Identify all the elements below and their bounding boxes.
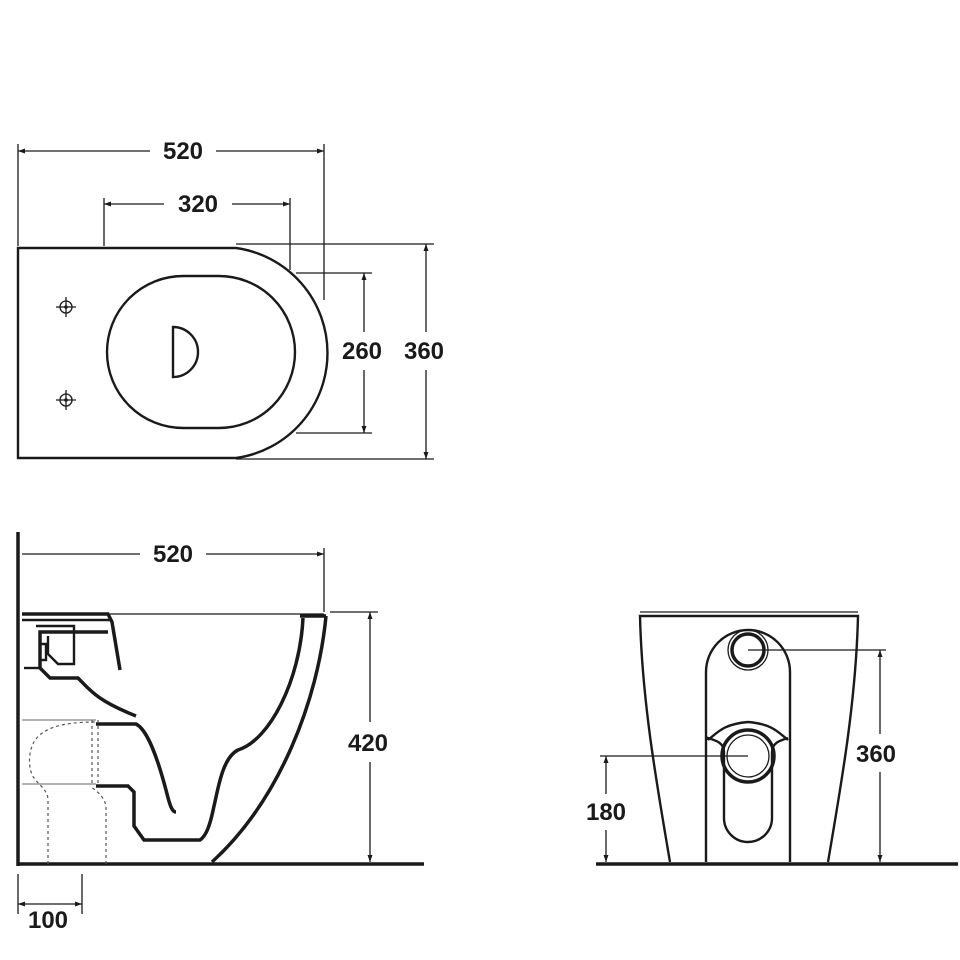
rear-view-outlet-slot (706, 736, 789, 844)
rear-view: 360 180 (586, 611, 958, 866)
dimension-rear-outlet-height: 180 (586, 755, 748, 862)
dimension-top-overall-length: 520 (17, 138, 325, 300)
top-view: 520 320 260 (16, 138, 444, 460)
side-view-hidden-pipe (28, 721, 97, 864)
rear-view-body-outline (638, 614, 860, 863)
side-view-inner-bowl (96, 617, 305, 842)
top-view-body-outline (16, 246, 329, 460)
dimension-side-outlet-distance: 100 (17, 874, 83, 934)
top-view-outlet-d-shape (171, 325, 200, 379)
dimension-label: 420 (348, 730, 388, 757)
dimension-label: 520 (163, 138, 203, 165)
dimension-label: 100 (28, 907, 68, 934)
dimension-label: 520 (153, 541, 193, 568)
fixing-hole-icon (56, 297, 76, 317)
dimension-top-seat-length: 320 (103, 191, 291, 270)
dimension-label: 360 (404, 338, 444, 365)
dimension-label: 260 (342, 338, 382, 365)
dimension-top-overall-width: 360 (236, 243, 444, 460)
dimension-label: 360 (856, 741, 896, 768)
dimension-rear-inlet-height: 360 (748, 649, 896, 862)
side-view-outer-body (210, 615, 328, 864)
top-view-bowl-opening (105, 274, 297, 430)
side-view-rear-structure (22, 612, 137, 718)
side-view: 520 420 100 (16, 532, 424, 934)
dimension-label: 320 (178, 191, 218, 218)
side-view-trap (96, 722, 177, 814)
dimension-side-overall-length: 520 (22, 541, 325, 612)
fixing-hole-icon (56, 390, 76, 410)
dimension-label: 180 (586, 799, 626, 826)
dimension-side-height: 420 (330, 611, 388, 862)
dimension-top-bowl-width: 260 (296, 272, 382, 434)
